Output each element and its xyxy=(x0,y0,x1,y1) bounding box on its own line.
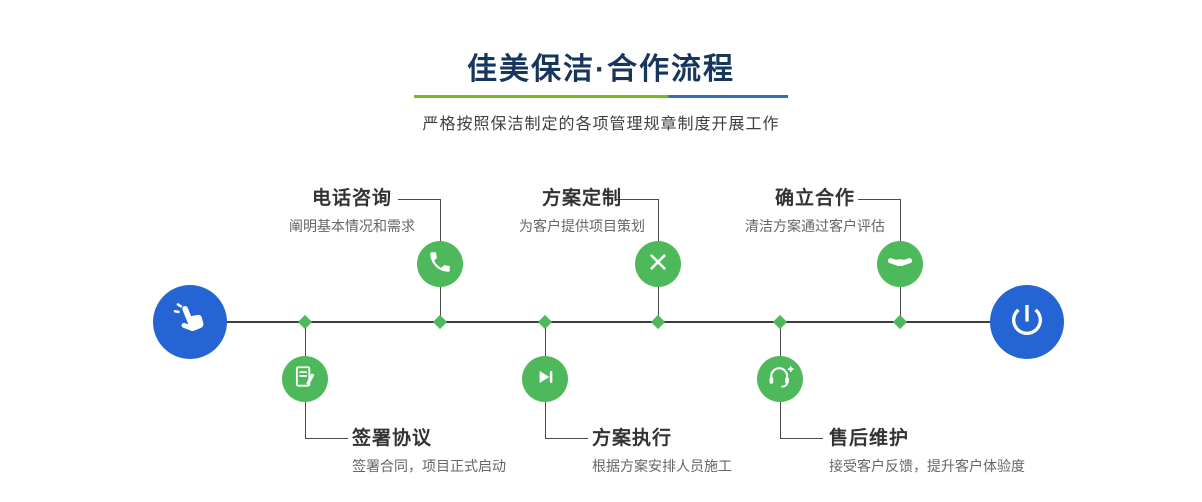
step-block-phone: 电话咨询 阐明基本情况和需求 xyxy=(232,186,472,238)
contract-sign-icon xyxy=(292,364,318,395)
phone-icon xyxy=(427,249,453,280)
hand-pointer-icon xyxy=(169,299,211,346)
connector-line xyxy=(780,438,823,439)
step-node-contract xyxy=(282,356,328,402)
connector-line xyxy=(398,199,441,200)
timeline-diamond xyxy=(650,314,666,330)
step-description: 签署合同，项目正式启动 xyxy=(352,458,506,474)
timeline-diamond xyxy=(772,314,788,330)
timeline-diamond xyxy=(297,314,313,330)
step-description: 接受客户反馈，提升客户体验度 xyxy=(829,458,1025,474)
step-title: 确立合作 xyxy=(774,188,855,209)
step-title: 售后维护 xyxy=(829,428,910,449)
timeline-line xyxy=(190,321,1028,323)
title-underline xyxy=(414,95,788,98)
step-description: 清洁方案通过客户评估 xyxy=(745,218,885,234)
timeline-diamond xyxy=(432,314,448,330)
connector-line xyxy=(545,322,546,379)
connector-line xyxy=(900,264,901,322)
step-block-design: 方案定制 为客户提供项目策划 xyxy=(462,186,702,238)
connector-line xyxy=(305,402,306,438)
step-description: 阐明基本情况和需求 xyxy=(289,218,415,234)
connector-line xyxy=(440,199,441,241)
step-description: 为客户提供项目策划 xyxy=(519,218,645,234)
connector-line xyxy=(780,402,781,438)
connector-line xyxy=(900,199,901,241)
play-execute-icon xyxy=(532,364,558,395)
page-title: 佳美保洁·合作流程 xyxy=(467,53,735,86)
timeline-end-node xyxy=(990,285,1064,359)
step-title: 电话咨询 xyxy=(311,188,392,209)
step-block-execute: 方案执行 根据方案安排人员施工 xyxy=(592,426,732,478)
timeline-start-node xyxy=(153,285,227,359)
connector-line xyxy=(858,199,901,200)
step-block-contract: 签署协议 签署合同，项目正式启动 xyxy=(352,426,506,478)
step-node-cooperation xyxy=(877,241,923,287)
connector-line xyxy=(616,199,659,200)
step-block-cooperation: 确立合作 清洁方案通过客户评估 xyxy=(695,186,935,238)
step-title: 方案定制 xyxy=(541,188,622,209)
power-icon xyxy=(1007,300,1047,345)
connector-line xyxy=(658,264,659,322)
timeline-diamond xyxy=(892,314,908,330)
design-tools-icon xyxy=(645,249,671,280)
timeline-diamond xyxy=(537,314,553,330)
step-title: 签署协议 xyxy=(352,428,433,449)
step-title: 方案执行 xyxy=(592,428,673,449)
connector-line xyxy=(545,402,546,438)
step-node-design xyxy=(635,241,681,287)
page-subtitle: 严格按照保洁制定的各项管理规章制度开展工作 xyxy=(422,116,780,133)
headset-support-icon xyxy=(766,363,794,396)
step-node-aftersales xyxy=(757,356,803,402)
connector-line xyxy=(305,438,348,439)
step-block-aftersales: 售后维护 接受客户反馈，提升客户体验度 xyxy=(829,426,1025,478)
step-node-phone xyxy=(417,241,463,287)
handshake-icon xyxy=(886,248,914,281)
step-description: 根据方案安排人员施工 xyxy=(592,458,732,474)
connector-line xyxy=(658,199,659,241)
step-node-execute xyxy=(522,356,568,402)
connector-line xyxy=(545,438,588,439)
connector-line xyxy=(305,322,306,379)
connector-line xyxy=(440,264,441,322)
connector-line xyxy=(780,322,781,379)
